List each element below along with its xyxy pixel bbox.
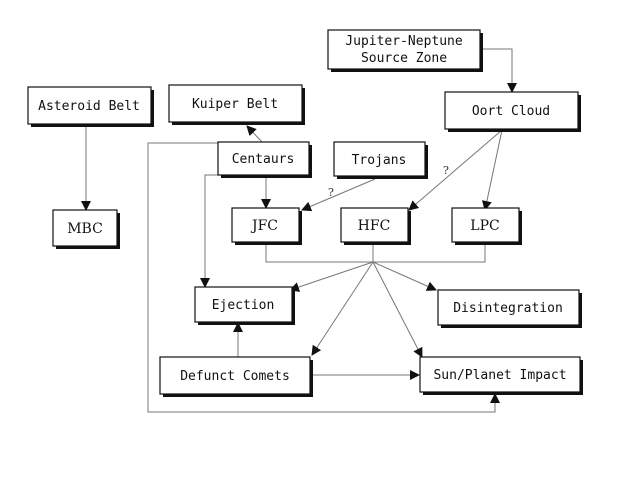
node-asteroid-belt-label: Asteroid Belt	[38, 99, 140, 114]
uncertain-mark-trojans: ?	[328, 186, 334, 199]
node-defunct-comets-label: Defunct Comets	[180, 369, 290, 384]
edge-jupiter-to-oort	[480, 48, 517, 93]
edge-centaurs-to-kuiper	[246, 125, 263, 143]
node-centaurs-label: Centaurs	[232, 152, 295, 167]
edge-hub-to-ejection	[289, 261, 374, 292]
edge-hub-to-disintegration	[372, 261, 437, 291]
edge-oort-to-hfc	[408, 129, 503, 211]
node-oort-cloud-label: Oort Cloud	[472, 104, 550, 119]
node-centaurs: Centaurs	[217, 141, 312, 178]
node-kuiper-belt: Kuiper Belt	[168, 84, 305, 125]
node-mbc: MBC	[52, 209, 120, 249]
edge-centaurs-to-ejection	[200, 174, 218, 288]
edge-hub-to-impact	[372, 261, 423, 358]
node-disintegration: Disintegration	[437, 289, 582, 328]
node-sun-planet-impact: Sun/Planet Impact	[419, 356, 583, 395]
node-asteroid-belt: Asteroid Belt	[27, 86, 154, 127]
edge-centaurs-to-impact	[147, 142, 500, 413]
node-lpc-label: LPC	[470, 218, 499, 234]
edge-jfc-to-hub	[265, 244, 373, 263]
edge-lpc-to-hub	[373, 244, 486, 263]
edge-oort-to-lpc	[481, 129, 503, 211]
node-disintegration-label: Disintegration	[453, 301, 563, 316]
node-jupiter-neptune-line1: Jupiter-Neptune	[345, 34, 463, 49]
node-mbc-label: MBC	[67, 221, 103, 237]
node-jfc-label: JFC	[250, 218, 278, 234]
edge-hub-to-defunct	[311, 261, 374, 356]
node-sun-planet-impact-label: Sun/Planet Impact	[433, 368, 566, 383]
node-defunct-comets: Defunct Comets	[159, 356, 313, 397]
node-jupiter-neptune-line2: Source Zone	[361, 51, 447, 66]
node-kuiper-belt-label: Kuiper Belt	[192, 97, 278, 112]
edges: ? ?	[81, 48, 517, 413]
node-ejection: Ejection	[194, 286, 295, 325]
uncertain-mark-oort: ?	[443, 164, 449, 177]
node-lpc: LPC	[451, 207, 522, 245]
node-trojans: Trojans	[333, 141, 428, 179]
node-ejection-label: Ejection	[212, 298, 275, 313]
node-trojans-label: Trojans	[352, 153, 407, 168]
nodes: Jupiter-Neptune Source Zone Oort Cloud A…	[27, 29, 583, 397]
node-jfc: JFC	[231, 207, 302, 245]
node-hfc: HFC	[340, 207, 411, 245]
node-oort-cloud: Oort Cloud	[444, 91, 581, 132]
edge-trojans-to-jfc	[301, 178, 376, 212]
node-hfc-label: HFC	[358, 218, 391, 234]
node-jupiter-neptune: Jupiter-Neptune Source Zone	[327, 29, 483, 72]
